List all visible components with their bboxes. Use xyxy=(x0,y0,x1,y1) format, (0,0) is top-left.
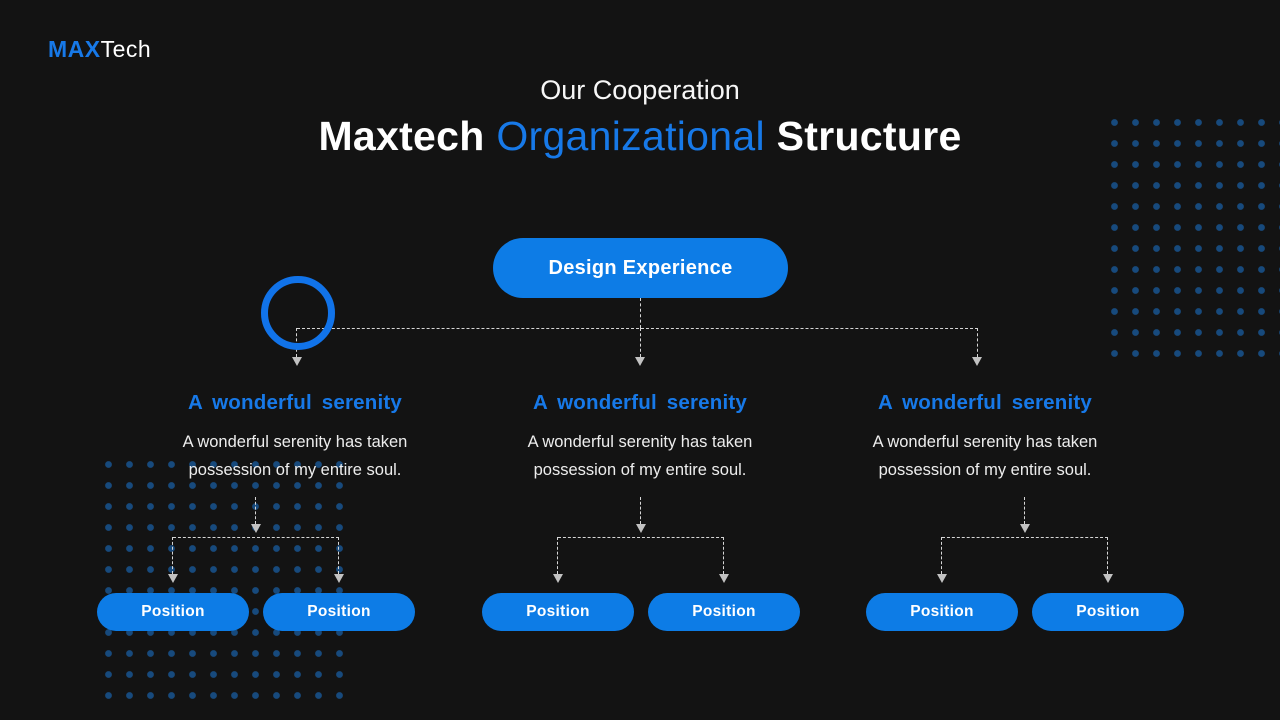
connector-branch-drop-left xyxy=(557,537,558,574)
branch-heading: A wonderful serenity xyxy=(533,391,747,414)
logo-bold-part: MAX xyxy=(48,36,101,62)
logo-light-part: Tech xyxy=(100,36,152,62)
connector-drop-middle xyxy=(640,328,641,357)
arrow-down-icon xyxy=(636,524,646,533)
connector-drop-right xyxy=(977,328,978,357)
position-button[interactable]: Position xyxy=(97,593,249,631)
connector-branch-horizontal xyxy=(173,537,339,538)
branch-text-block: A wonderful serenity A wonderful serenit… xyxy=(470,391,810,484)
position-button[interactable]: Position xyxy=(866,593,1018,631)
connector-branch-stem xyxy=(1024,497,1025,524)
dot-grid-bottom-left xyxy=(98,454,350,704)
slide-title: Maxtech Organizational Structure xyxy=(0,113,1280,160)
arrow-down-icon xyxy=(251,524,261,533)
connector-branch-horizontal xyxy=(558,537,724,538)
connector-branch-drop-left xyxy=(941,537,942,574)
root-node-button[interactable]: Design Experience xyxy=(493,238,788,298)
arrow-down-icon xyxy=(972,357,982,366)
branch-body: A wonderful serenity has taken possessio… xyxy=(872,433,1098,479)
brand-logo: MAXTech xyxy=(48,36,151,63)
branch-text-block: A wonderful serenity A wonderful serenit… xyxy=(815,391,1155,484)
arrow-down-icon xyxy=(719,574,729,583)
branch-body: A wonderful serenity has taken possessio… xyxy=(527,433,753,479)
connector-branch-drop-right xyxy=(1107,537,1108,574)
connector-branch-drop-right xyxy=(338,537,339,574)
slide-subtitle: Our Cooperation xyxy=(540,75,740,105)
connector-top-horizontal xyxy=(297,328,978,329)
position-button[interactable]: Position xyxy=(1032,593,1184,631)
decorative-circle xyxy=(261,276,335,350)
branch-text-block: A wonderful serenity A wonderful serenit… xyxy=(125,391,465,484)
arrow-down-icon xyxy=(635,357,645,366)
arrow-down-icon xyxy=(553,574,563,583)
connector-branch-stem xyxy=(255,497,256,524)
branch-subtree: Position Position xyxy=(865,490,1185,640)
connector-branch-drop-right xyxy=(723,537,724,574)
arrow-down-icon xyxy=(1103,574,1113,583)
connector-root-stem xyxy=(640,298,641,328)
position-button[interactable]: Position xyxy=(482,593,634,631)
arrow-down-icon xyxy=(334,574,344,583)
arrow-down-icon xyxy=(292,357,302,366)
connector-branch-drop-left xyxy=(172,537,173,574)
branch-subtree: Position Position xyxy=(96,490,416,640)
arrow-down-icon xyxy=(168,574,178,583)
branch-body: A wonderful serenity has taken possessio… xyxy=(182,433,408,479)
dot-grid-top-right xyxy=(1104,112,1280,362)
arrow-down-icon xyxy=(1020,524,1030,533)
position-button[interactable]: Position xyxy=(263,593,415,631)
arrow-down-icon xyxy=(937,574,947,583)
position-button[interactable]: Position xyxy=(648,593,800,631)
connector-branch-stem xyxy=(640,497,641,524)
title-part-white-1: Maxtech xyxy=(318,113,485,159)
branch-heading: A wonderful serenity xyxy=(188,391,402,414)
branch-subtree: Position Position xyxy=(481,490,801,640)
connector-branch-horizontal xyxy=(942,537,1108,538)
title-part-white-2: Structure xyxy=(776,113,962,159)
title-part-blue: Organizational xyxy=(496,113,765,159)
branch-heading: A wonderful serenity xyxy=(878,391,1092,414)
